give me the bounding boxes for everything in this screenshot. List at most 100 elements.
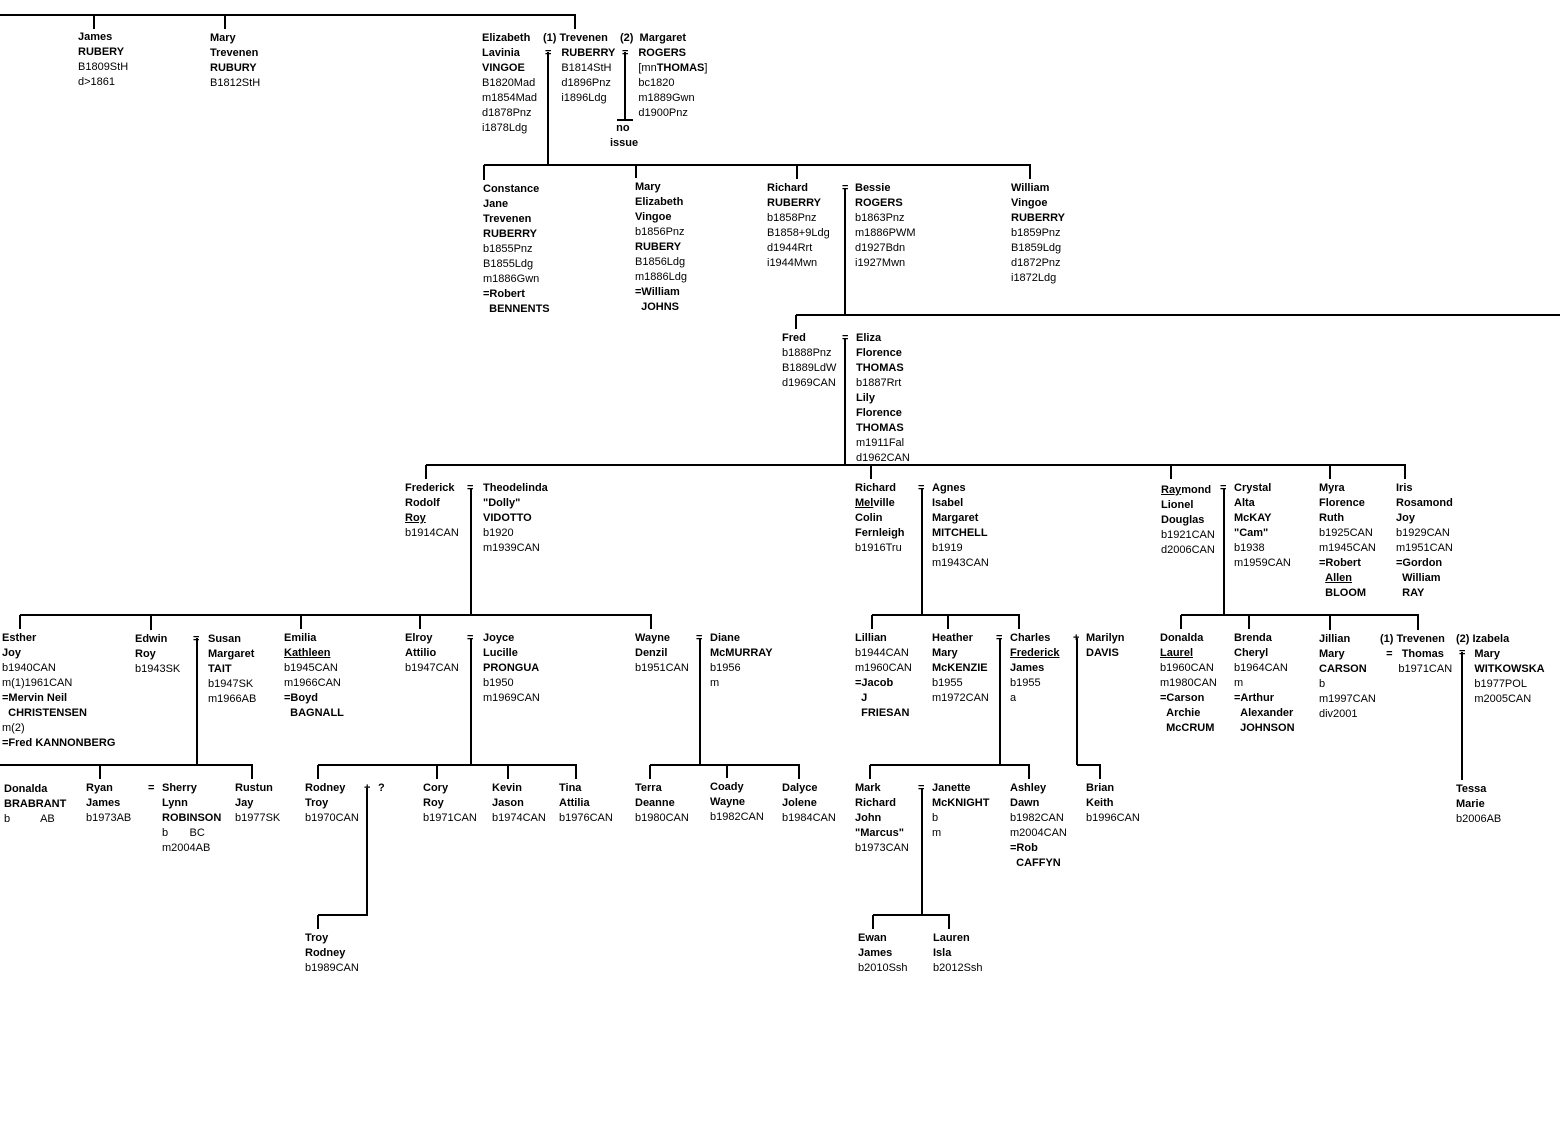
person-line: Diane [710,631,773,646]
person-line: Constance [483,182,550,197]
text-run: m [1234,677,1244,689]
person-line: Colin [855,511,905,526]
person-line: =Arthur [1234,691,1295,706]
text-run: d1969CAN [782,377,836,389]
text-run: b1940CAN [2,662,56,674]
person-line: Esther [2,631,115,646]
text-run: mond [1181,484,1212,496]
text-run: "Cam" [1234,527,1269,539]
text-run: b1919 [932,542,963,554]
text-run: b1989CAN [305,962,359,974]
text-run: Jolene [782,797,817,809]
person-line: Iris [1396,481,1453,496]
text-run: Richard [855,482,896,494]
person-line: Lavinia [482,46,537,61]
text-run: Mary [932,647,958,659]
person-line: Archie [1160,706,1217,721]
person-line: b AB [4,812,66,827]
text-run: Tessa [1456,783,1487,795]
text-run: Attilio [405,647,437,659]
person-line: no [610,121,638,136]
person-line: Tina [559,781,613,796]
person-line: =Carson [1160,691,1217,706]
text-run: =Carson [1160,692,1205,704]
text-run: Brian [1086,782,1115,794]
person-line: Frederick [1010,646,1060,661]
text-run: Cory [423,782,449,794]
text-run: John [855,812,882,824]
text-run: Donalda [4,783,48,795]
text-run: b1976CAN [559,812,613,824]
text-run: m1966AB [208,693,257,705]
text-run: b1973AB [86,812,132,824]
person-line: Lynn [162,796,221,811]
text-run: m1980CAN [1160,677,1217,689]
person-line: m [932,826,989,841]
person-line: Allen [1319,571,1376,586]
text-run: d>1861 [78,76,116,88]
person-line: b1976CAN [559,811,613,826]
text-run: m1969CAN [483,692,540,704]
person-line: b1950 [483,676,540,691]
person-line: Jolene [782,796,836,811]
text-run: b1938 [1234,542,1265,554]
person-line: Donalda [4,782,66,797]
person-line: James [1010,661,1060,676]
marriage-symbol-m-rodney-unknown: + [364,782,371,794]
person-line: d1944Rrt [767,241,830,256]
text-run: Jay [235,797,254,809]
person-line: m1966AB [208,692,256,707]
marriage-symbol-m-edwin-susan: = [193,633,200,645]
text-run: RUBERY [78,46,125,58]
person-line: Laurel [1160,646,1217,661]
marriage-symbol-m-wayne-diane: = [696,632,703,644]
text-run: CAFFYN [1016,857,1061,869]
text-run: TAIT [208,663,232,675]
person-line: B1858+9Ldg [767,226,830,241]
person-line: J [855,691,912,706]
person-line: Mary [210,31,260,46]
text-run: b1925CAN [1319,527,1373,539]
person-line: =Boyd [284,691,344,706]
person-line: William [1011,181,1065,196]
text-run: Vingoe [1011,197,1048,209]
person-line: Roy [423,796,477,811]
text-run: a [1010,692,1017,704]
text-run: m1960CAN [855,662,912,674]
person-line: DAVIS [1086,646,1125,661]
text-run: Kevin [492,782,522,794]
person-line: b1859Pnz [1011,226,1065,241]
person-line: m2005CAN [1456,692,1545,707]
text-run: b1984CAN [782,812,836,824]
person-line: Dalyce [782,781,836,796]
text-run: (2) Margaret [620,32,687,44]
person-line: Jane [483,197,550,212]
text-run: b1859Pnz [1011,227,1061,239]
marriage-symbol-m-richard-agnes: = [918,482,925,494]
text-run: b1971CAN [423,812,477,824]
text-run: =William [635,286,680,298]
text-run: b1920 [483,527,514,539]
text-run: Esther [2,632,37,644]
person-line: d1872Pnz [1011,256,1065,271]
person-line: Dawn [1010,796,1067,811]
text-run: James [858,947,893,959]
person-line: James [78,30,128,45]
text-run: Fred [782,332,806,344]
text-run: Joyce [483,632,515,644]
person-line: B1820Mad [482,76,537,91]
person-line: BENNENTS [483,302,550,317]
person-line: VIDOTTO [483,511,548,526]
person-line: b1888Pnz [782,346,836,361]
person-line: m1980CAN [1160,676,1217,691]
